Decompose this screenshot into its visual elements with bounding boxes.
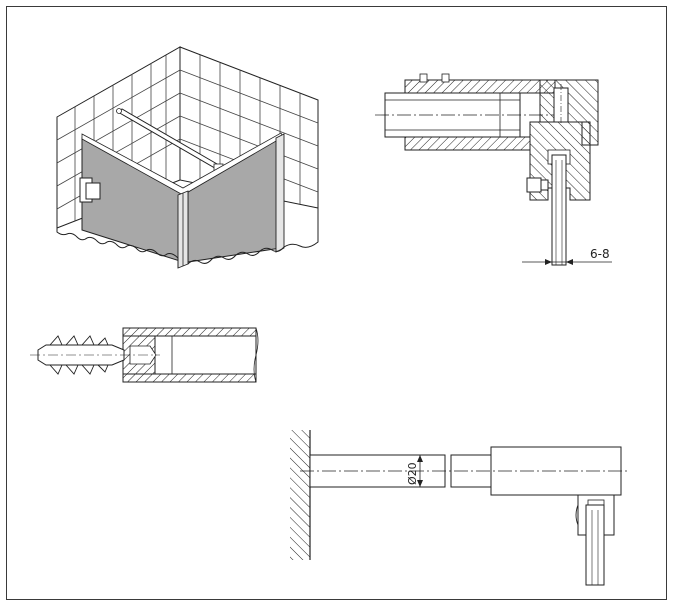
bar-glass-connector-section: 6-8 (375, 73, 612, 266)
wall-plug-icon (30, 335, 160, 375)
page-border (6, 6, 667, 600)
wall-plug-section (30, 327, 259, 383)
door-handle-icon (79, 177, 101, 203)
gap-dimension-label: 6-8 (590, 247, 610, 261)
shower-corner-isometric (56, 46, 319, 269)
diameter-dimension-label: Ø20 (406, 462, 419, 485)
bar-side-view: Ø20 (290, 430, 630, 586)
floor-break-line (56, 228, 179, 268)
